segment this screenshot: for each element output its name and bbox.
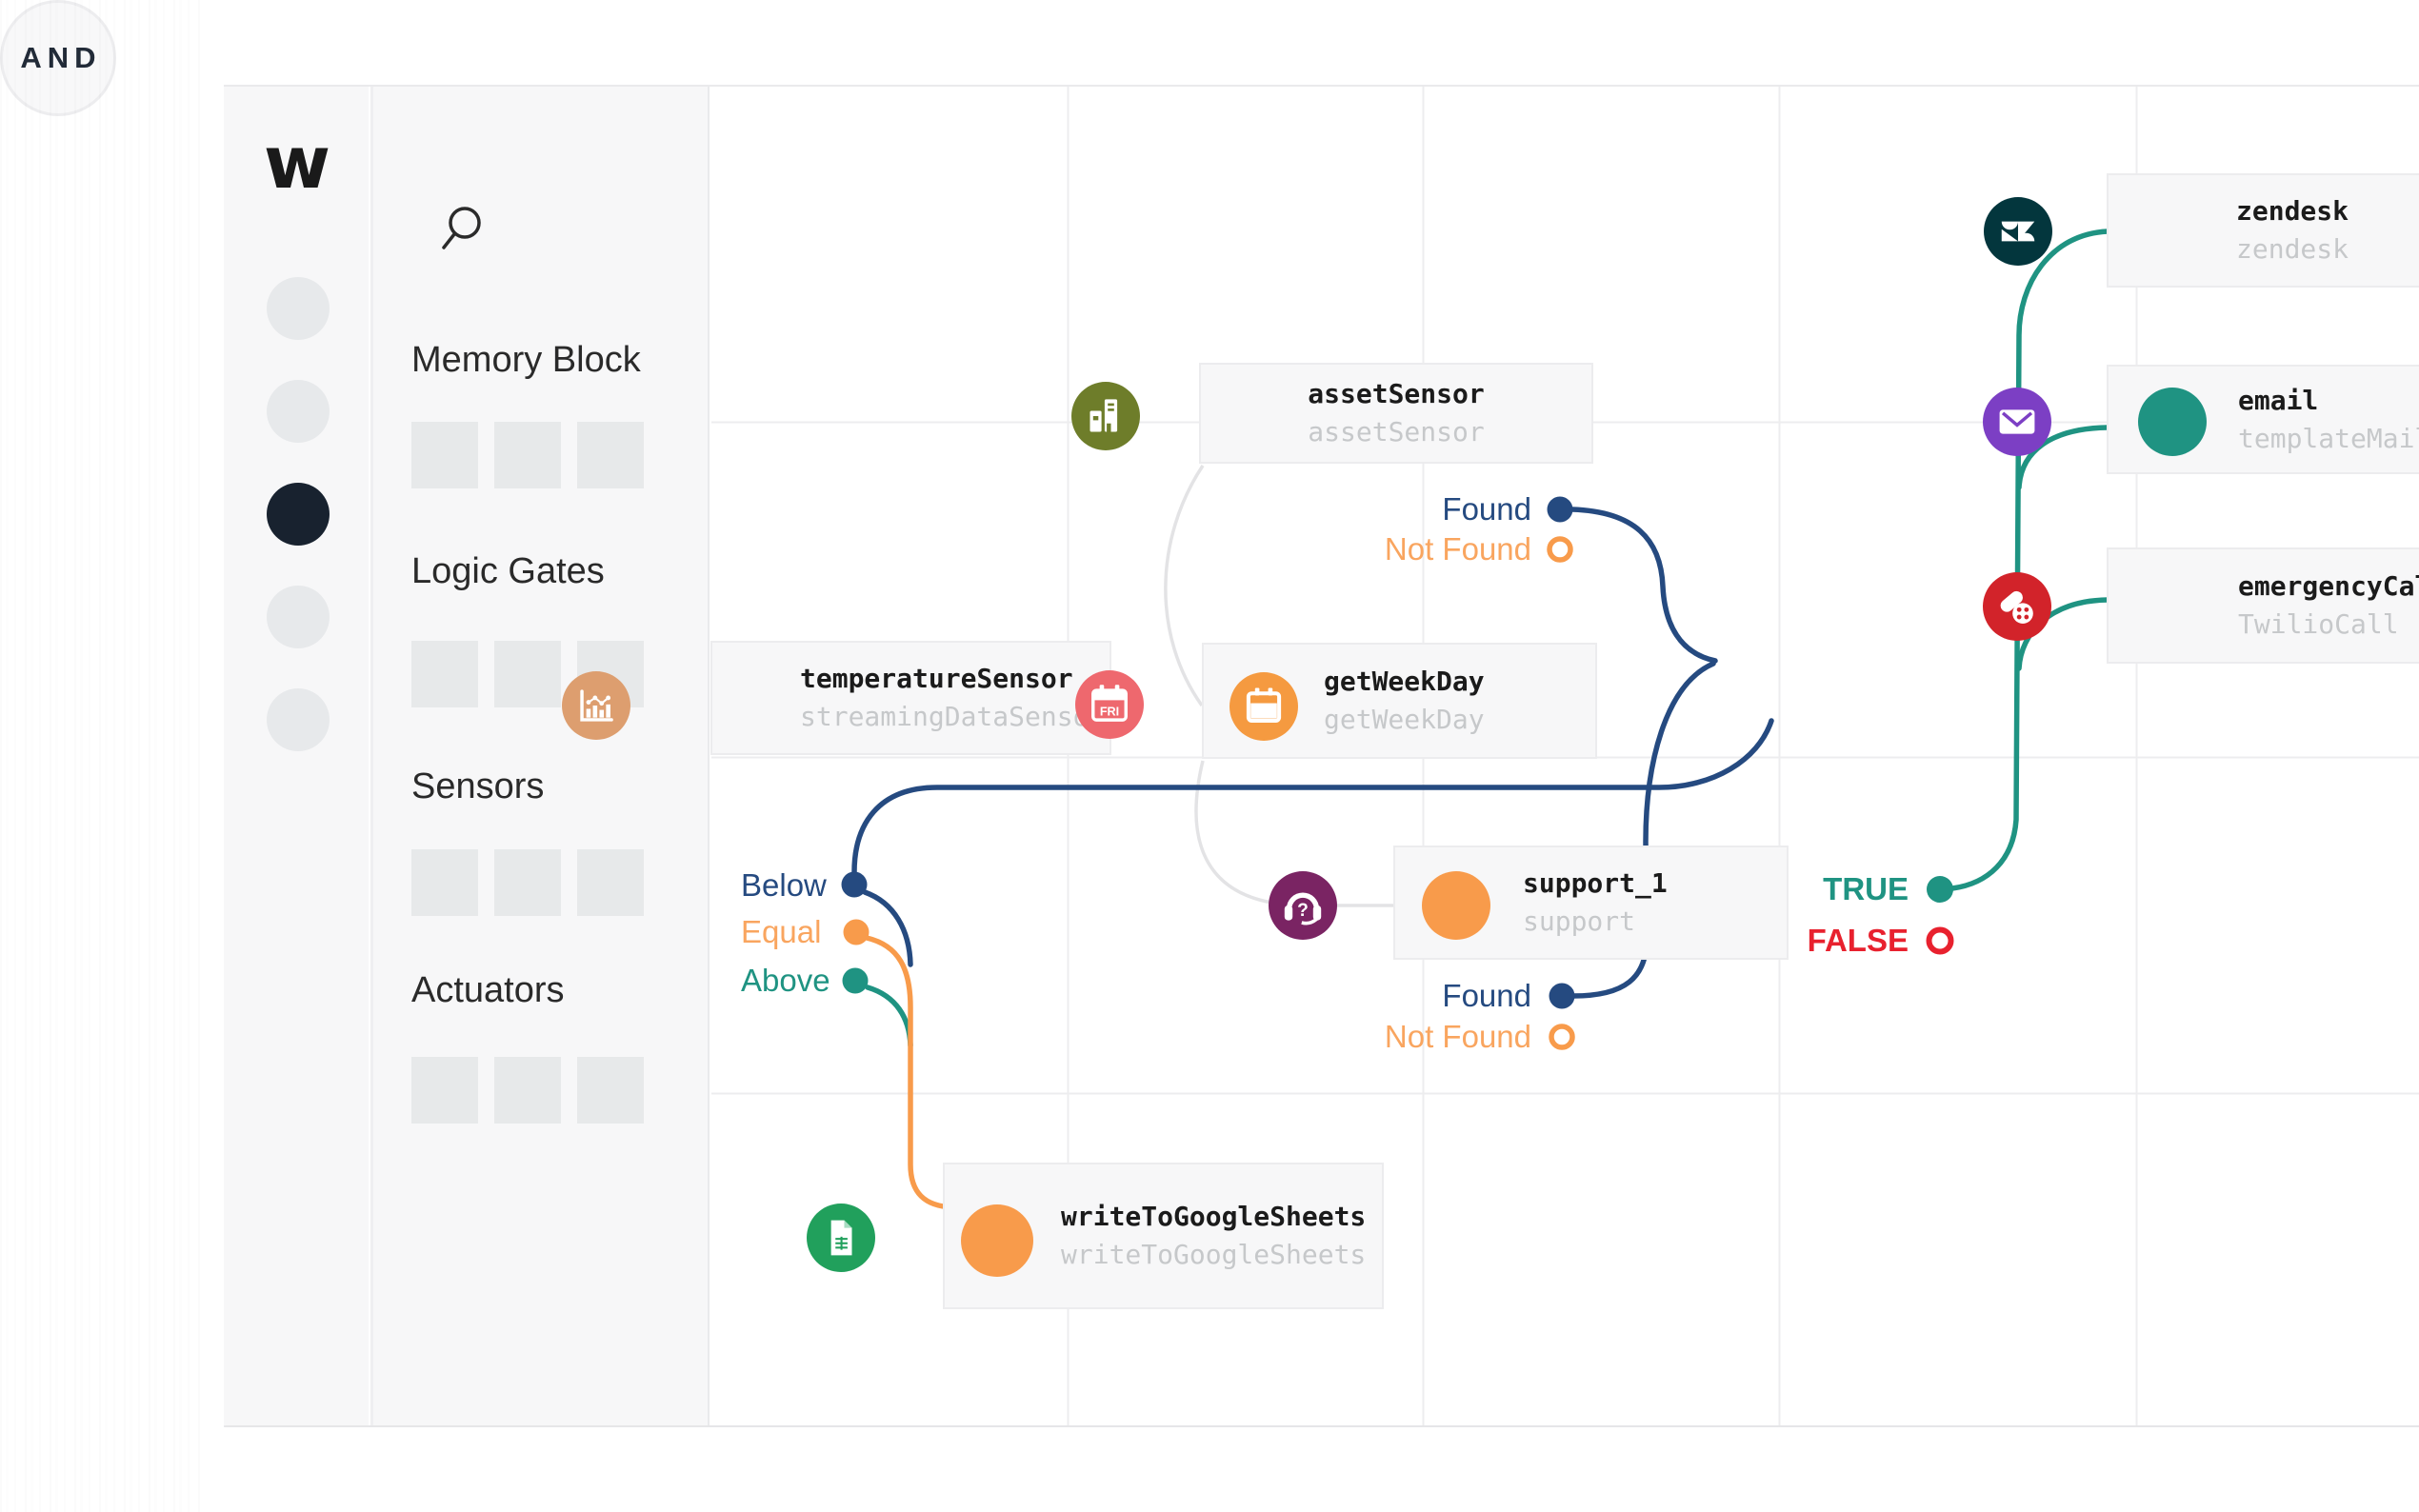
section-title-memory-block: Memory Block [411, 340, 641, 380]
port-true-dot[interactable] [1927, 876, 1953, 903]
search-icon[interactable] [430, 198, 493, 261]
palette-item[interactable] [494, 849, 561, 916]
node-title: support_1 [1523, 867, 1668, 899]
zendesk-icon[interactable] [1984, 197, 2052, 266]
twilio-call-icon[interactable] [1983, 572, 2051, 641]
palette-item[interactable] [411, 422, 478, 488]
wire-equal-to-sheets [864, 935, 956, 1210]
rail-nav-item-2[interactable] [267, 380, 330, 443]
output-ports [841, 496, 1954, 1050]
section-title-logic-gates: Logic Gates [411, 551, 605, 591]
friday-calendar-icon[interactable]: FRI [1075, 670, 1144, 739]
port-below-dot[interactable] [841, 871, 868, 898]
wire-below-stub [862, 889, 913, 967]
node-temperatureSensor[interactable]: temperatureSensor streamingDataSensor [710, 641, 1111, 755]
wire-supportfound-to-and [1570, 661, 1716, 999]
node-title: getWeekDay [1324, 666, 1485, 697]
node-subtitle: assetSensor [1308, 416, 1485, 448]
analytics-icon[interactable] [562, 671, 630, 740]
node-emergencyCall[interactable]: emergencyCallTwilioCall [2107, 547, 2419, 664]
asset-building-icon[interactable] [1071, 382, 1140, 450]
port-label-support-found: Found [1442, 978, 1531, 1013]
palette-item[interactable] [411, 849, 478, 916]
rail-nav-item-3-active[interactable] [267, 483, 330, 546]
port-label-equal: Equal [741, 914, 822, 949]
node-assetSensor[interactable]: assetSensor assetSensor [1199, 363, 1593, 464]
node-title: temperatureSensor [800, 663, 1073, 694]
and-gate[interactable]: AND [0, 0, 116, 116]
port-equal-dot[interactable] [843, 919, 870, 945]
wire-true-to-channels [1949, 229, 2110, 891]
port-label-below: Below [741, 867, 827, 903]
port-label-above: Above [741, 963, 830, 998]
port-label-found: Found [1442, 491, 1531, 527]
node-subtitle: getWeekDay [1324, 704, 1485, 735]
rail-nav-item-5[interactable] [267, 688, 330, 751]
rail-nav-item-4[interactable] [267, 586, 330, 648]
node-title: assetSensor [1308, 378, 1485, 409]
port-support-notfound-ring[interactable] [1549, 1024, 1575, 1050]
port-support-found-dot[interactable] [1549, 983, 1575, 1009]
port-above-dot[interactable] [842, 967, 869, 994]
palette-item[interactable] [577, 1057, 644, 1124]
node-zendesk[interactable]: zendesk zendesk [2107, 173, 2419, 288]
node-subtitle: TwilioCall [2238, 608, 2399, 640]
palette-item[interactable] [577, 422, 644, 488]
background-texture [0, 0, 200, 1512]
port-label-false: FALSE [1807, 923, 1909, 958]
palette-item[interactable] [494, 422, 561, 488]
port-label-true: TRUE [1823, 871, 1909, 906]
node-subtitle: writeToGoogleSheets [1061, 1239, 1367, 1270]
app-logo[interactable]: w [263, 120, 331, 205]
palette-item[interactable] [577, 849, 644, 916]
calendar-icon[interactable] [1229, 672, 1298, 741]
node-title: email [2238, 384, 2319, 416]
port-label-not-found: Not Found [1384, 531, 1531, 567]
email-avatar [2138, 388, 2207, 456]
palette-item[interactable] [411, 1057, 478, 1124]
wire-found-to-and [1569, 507, 1718, 664]
palette-panel [370, 87, 710, 1425]
node-subtitle: support [1523, 905, 1636, 937]
google-sheets-icon[interactable] [807, 1204, 875, 1272]
node-subtitle: templateMail [2238, 422, 2419, 454]
svg-text:?: ? [1297, 901, 1309, 921]
port-found-dot[interactable] [1547, 496, 1573, 523]
email-icon[interactable] [1983, 388, 2051, 456]
palette-item[interactable] [494, 641, 561, 707]
port-false-ring[interactable] [1926, 926, 1954, 955]
wire-below-to-and [851, 718, 1774, 875]
and-gate-label: AND [20, 41, 101, 75]
rail-nav-item-1[interactable] [267, 277, 330, 340]
node-title: emergencyCall [2238, 570, 2419, 602]
port-notfound-ring[interactable] [1547, 536, 1573, 563]
fri-label: FRI [1100, 706, 1119, 719]
palette-item[interactable] [411, 641, 478, 707]
node-writeToGoogleSheets[interactable]: writeToGoogleSheets writeToGoogleSheets [943, 1163, 1384, 1309]
node-subtitle: streamingDataSensor [800, 701, 1106, 732]
palette-item[interactable] [494, 1057, 561, 1124]
port-label-support-not-found: Not Found [1384, 1019, 1531, 1054]
section-title-actuators: Actuators [411, 970, 565, 1010]
node-email[interactable]: email templateMail [2107, 365, 2419, 474]
node-title: writeToGoogleSheets [1061, 1201, 1367, 1232]
support-avatar [1422, 871, 1490, 940]
node-subtitle: zendesk [2236, 233, 2349, 265]
sheets-avatar [961, 1204, 1033, 1277]
section-title-sensors: Sensors [411, 766, 545, 806]
support-headset-icon[interactable]: ? [1269, 871, 1337, 940]
wire-above-stub [865, 985, 913, 1048]
node-title: zendesk [2236, 195, 2349, 227]
